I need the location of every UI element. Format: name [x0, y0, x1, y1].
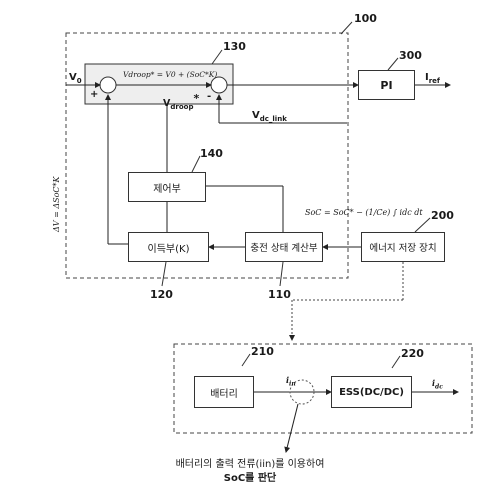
ess-boundary — [173, 343, 473, 434]
vdroop-label: Vdroop* — [163, 92, 200, 112]
pi-block: PI — [358, 70, 415, 100]
control-block: 제어부 — [128, 172, 206, 202]
soc-equation: SoC = SoC* − (1/Ce) ∫ idc dt — [305, 208, 423, 217]
ref-100: 100 — [354, 12, 377, 25]
delta-v-equation: ΔV = ΔSoC*K — [52, 176, 61, 232]
vdc-link-label: Vdc_link — [252, 110, 287, 123]
battery-block: 배터리 — [194, 376, 254, 408]
v0-label: V0 — [69, 72, 82, 85]
current-probe — [289, 379, 315, 405]
storage-block: 에너지 저장 장치 — [361, 232, 445, 262]
gain-block-label: 이득부(K) — [147, 243, 190, 255]
gain-block: 이득부(K) — [128, 232, 209, 262]
minus-sign: - — [207, 91, 212, 102]
plus-sign: + — [90, 89, 99, 100]
ref-130: 130 — [223, 40, 246, 53]
ref-300: 300 — [399, 49, 422, 62]
caption-line-1: 배터리의 출력 전류(iin)를 이용하여 — [175, 459, 325, 470]
ref-120: 120 — [150, 288, 173, 301]
ref-210: 210 — [251, 345, 274, 358]
sum-junction-right — [210, 76, 228, 94]
ref-140: 140 — [200, 147, 223, 160]
droop-equation: Vdroop* = V0 + (SoC*K) — [123, 70, 218, 79]
ref-220: 220 — [401, 347, 424, 360]
sum-junction-left — [99, 76, 117, 94]
iin-label: iin — [286, 375, 296, 388]
caption-line-2: SoC를 판단 — [223, 473, 277, 484]
ref-200: 200 — [431, 209, 454, 222]
idc-label: idc — [432, 378, 443, 391]
controller-boundary — [65, 32, 349, 279]
ess-block: ESS(DC/DC) — [331, 376, 412, 408]
soc-calc-block: 충전 상태 계산부 — [245, 232, 323, 262]
ref-110: 110 — [268, 288, 291, 301]
iref-label: Iref — [425, 72, 440, 85]
